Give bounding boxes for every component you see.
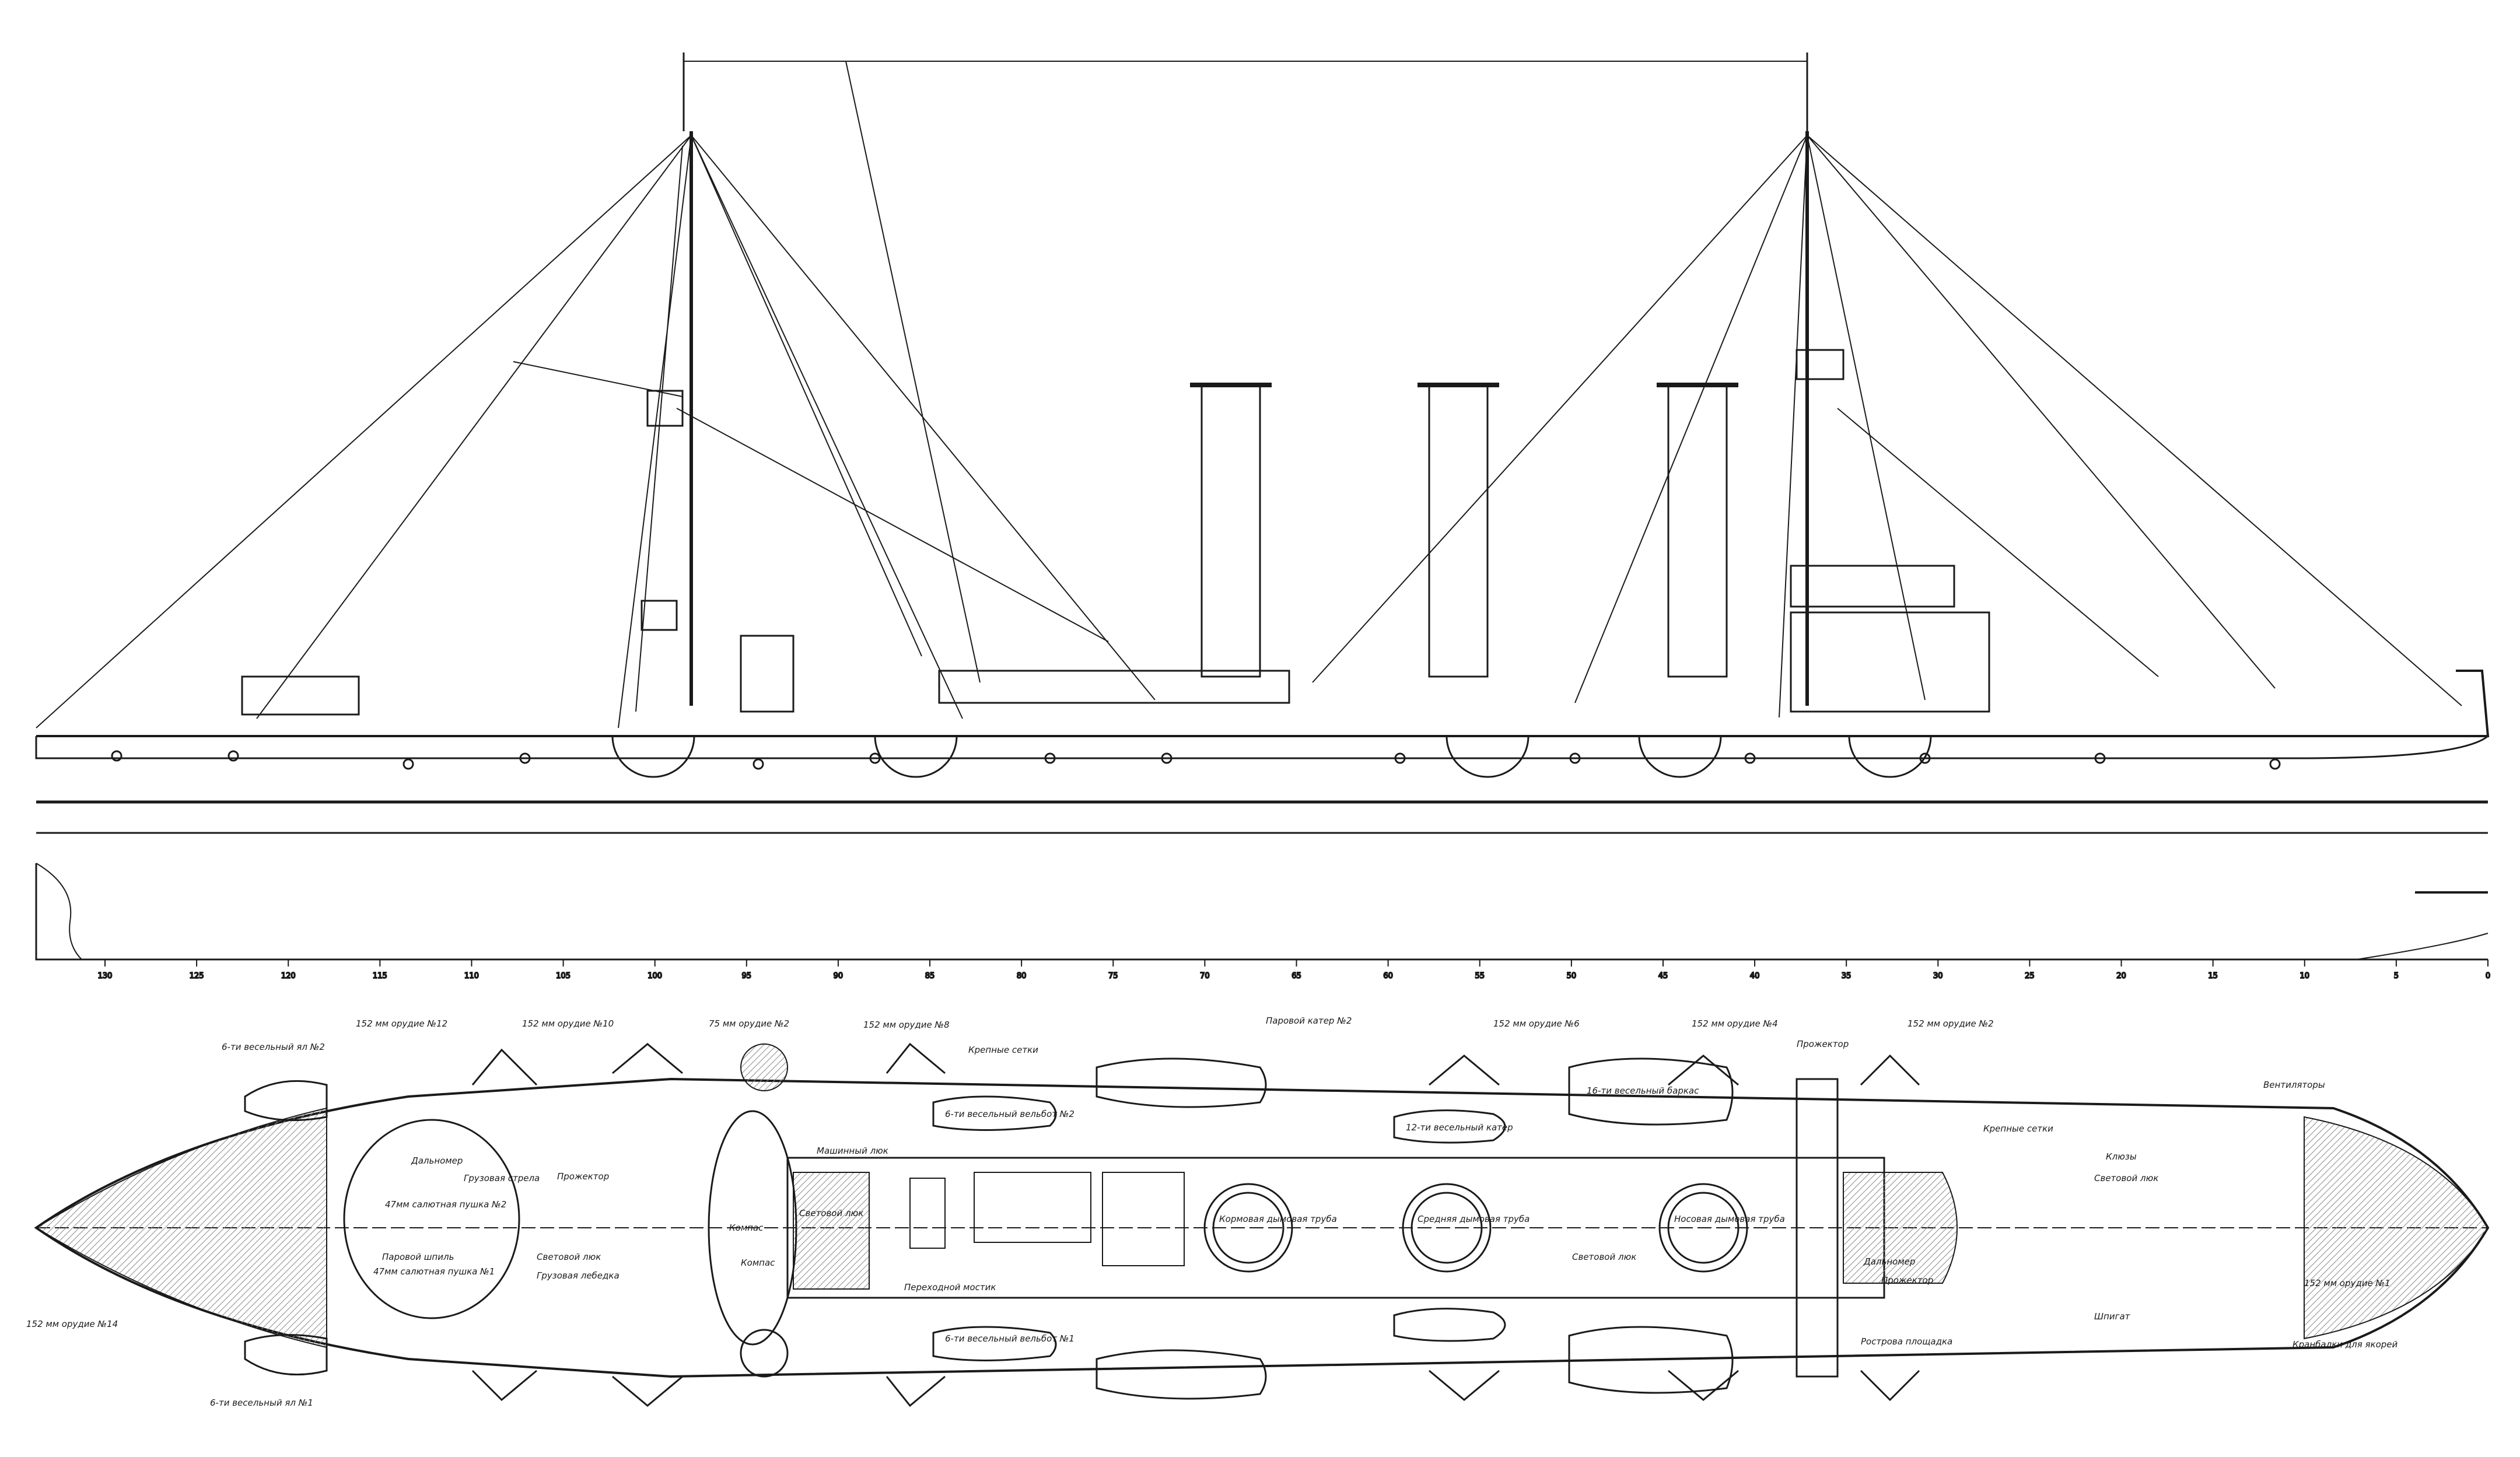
scale-tick-label: 85	[925, 972, 935, 980]
label-engine-hatch: Машинный люк	[817, 1146, 888, 1156]
label-hawse: Клюзы	[2106, 1151, 2137, 1162]
label-gun10: 152 мм орудие №10	[522, 1018, 614, 1029]
label-gun47-2: 47мм салютная пушка №2	[385, 1199, 506, 1210]
plan-sponsons	[471, 1042, 1920, 1407]
label-rear-funnel: Кормовая дымовая труба	[1219, 1214, 1337, 1224]
scale-tick-label: 90	[834, 972, 844, 980]
label-gun8: 152 мм орудие №8	[863, 1020, 950, 1030]
label-compass-2: Компас	[741, 1258, 775, 1268]
scale-tick-label: 40	[1750, 972, 1760, 980]
label-cargo-boom: Грузовая стрела	[464, 1173, 540, 1183]
label-barkas16: 16-ти весельный баркас	[1587, 1085, 1699, 1096]
label-launch2: Паровой катер №2	[1266, 1015, 1352, 1026]
scale-tick-label: 130	[98, 972, 113, 980]
label-platform: Рострова площадка	[1861, 1336, 1952, 1347]
label-fwd-funnel: Носовая дымовая труба	[1674, 1214, 1785, 1224]
side-elevation	[35, 52, 2490, 834]
label-nets2: Крепные сетки	[1983, 1123, 2053, 1134]
label-rangefinder: Дальномер	[411, 1155, 463, 1166]
scale-tick-label: 60	[1383, 972, 1393, 980]
scale-tick-label: 55	[1475, 972, 1485, 980]
label-whaleboat1: 6-ти весельный вельбот №1	[945, 1333, 1074, 1344]
boats	[244, 1057, 1734, 1400]
label-skylight1: Световой люк	[537, 1252, 601, 1262]
scale-tick-label: 110	[464, 972, 479, 980]
vent-grid	[909, 1172, 1185, 1266]
label-steam-winch: Паровой шпиль	[382, 1252, 454, 1262]
label-skylight4: Световой люк	[2094, 1173, 2158, 1183]
label-skylight2: Световой люк	[799, 1208, 863, 1218]
label-searchlight-fwd: Прожектор	[1797, 1039, 1849, 1049]
label-gun2: 152 мм орудие №2	[1908, 1018, 1994, 1029]
deck-plan	[34, 1042, 2490, 1407]
label-gun6: 152 мм орудие №6	[1493, 1018, 1580, 1029]
label-nets: Крепные сетки	[968, 1045, 1038, 1055]
plan-labels: 152 мм орудие №12 152 мм орудие №10 75 м…	[26, 1015, 2398, 1408]
label-bridge: Переходной мостик	[904, 1282, 996, 1293]
label-gun75-2: 75 мм орудие №2	[709, 1018, 789, 1029]
label-mid-funnel: Средняя дымовая труба	[1418, 1214, 1530, 1224]
scale-tick-label: 25	[2025, 972, 2035, 980]
scale-tick-label: 45	[1658, 972, 1668, 980]
label-compass: Компас	[729, 1223, 764, 1233]
scale-tick-label: 35	[1842, 972, 1852, 980]
label-cargo-winch: Грузовая лебедка	[537, 1270, 620, 1281]
label-whaleboat2: 6-ти весельный вельбот №2	[945, 1109, 1074, 1119]
funnels	[1190, 383, 1738, 678]
scale-tick-label: 80	[1017, 972, 1027, 980]
label-rangefinder2: Дальномер	[1863, 1256, 1915, 1267]
scale-tick-label: 10	[2300, 972, 2309, 980]
scale-tick-label: 105	[556, 972, 570, 980]
label-bow-gun: 152 мм орудие №1	[2304, 1278, 2390, 1288]
scale-tick-label: 120	[281, 972, 296, 980]
scale-tick-label: 20	[2116, 972, 2126, 980]
portholes	[111, 750, 2281, 770]
funnel-casings	[1203, 1183, 1748, 1273]
label-gun4: 152 мм орудие №4	[1692, 1018, 1778, 1029]
label-stern-gun: 152 мм орудие №14	[26, 1319, 118, 1329]
label-searchlight3: Прожектор	[1881, 1275, 1933, 1286]
label-searchlight-aft: Прожектор	[557, 1171, 609, 1182]
label-boat6-2: 6-ти весельный ял №2	[222, 1042, 325, 1052]
scale-tick-label: 100	[648, 972, 662, 980]
label-boat6-1: 6-ти весельный ял №1	[210, 1398, 313, 1408]
scale-tick-label: 70	[1200, 972, 1210, 980]
label-anchor-cranes: Кранбалки для якорей	[2292, 1339, 2398, 1350]
label-gun12: 152 мм орудие №12	[356, 1018, 447, 1029]
label-ventilators: Вентиляторы	[2263, 1080, 2325, 1090]
label-cutter12: 12-ти весельный катер	[1406, 1122, 1513, 1133]
scale-tick-label: 115	[373, 972, 387, 980]
scale-tick-label: 15	[2208, 972, 2218, 980]
rigging	[36, 61, 2462, 728]
scale-tick-label: 125	[190, 972, 204, 980]
scale-tick-label: 65	[1292, 972, 1301, 980]
scale-tick-label: 5	[2394, 972, 2399, 980]
scale-tick-label: 75	[1108, 972, 1118, 980]
scale-tick-label: 50	[1567, 972, 1577, 980]
scale-tick-label: 0	[2486, 972, 2490, 980]
label-shpigat: Шпигат	[2094, 1311, 2131, 1322]
scale-tick-label: 30	[1933, 972, 1943, 980]
label-skylight3: Световой люк	[1572, 1252, 1636, 1262]
scale-tick-label: 95	[742, 972, 752, 980]
label-gun47-1: 47мм салютная пушка №1	[373, 1266, 495, 1277]
